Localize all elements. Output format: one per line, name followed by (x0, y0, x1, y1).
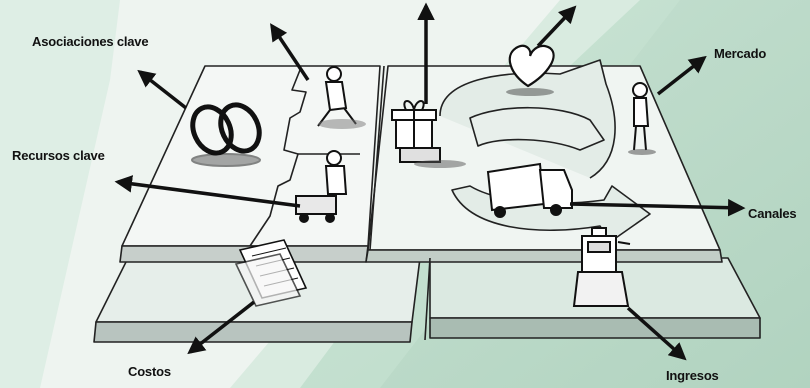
label-asociaciones-clave: Asociaciones clave (32, 34, 148, 49)
label-mercado: Mercado (714, 46, 766, 61)
label-canales: Canales (748, 206, 796, 221)
label-costos: Costos (128, 364, 171, 379)
label-recursos-clave: Recursos clave (12, 148, 105, 163)
label-ingresos: Ingresos (666, 368, 719, 383)
